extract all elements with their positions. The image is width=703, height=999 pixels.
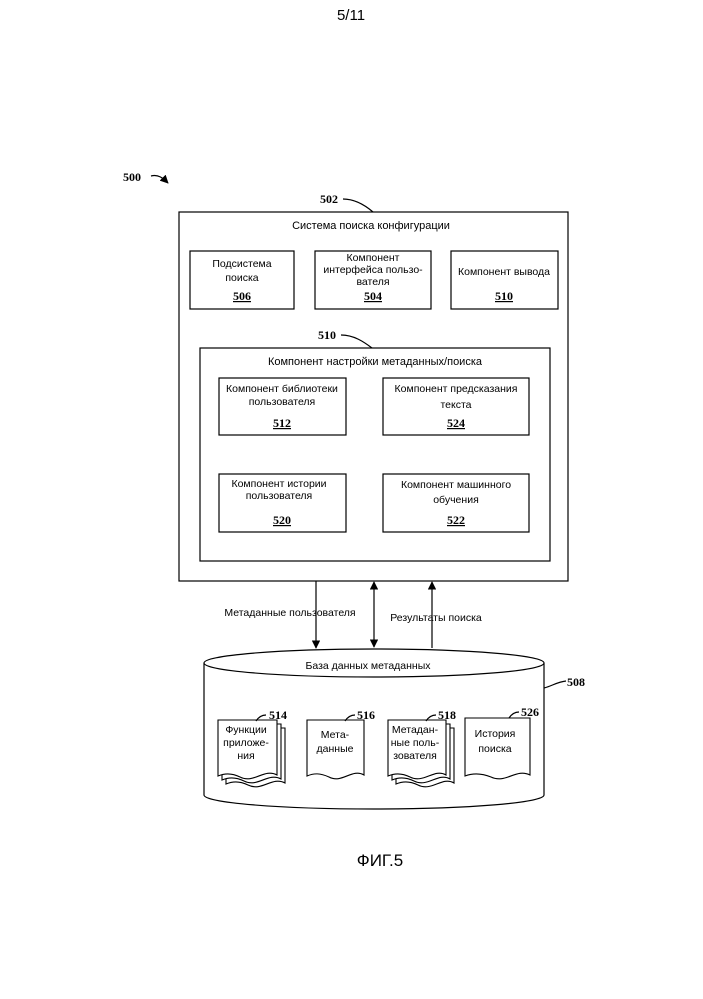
user-metadata-ref: 518 — [438, 708, 456, 722]
user-metadata-flow-label: Метаданные пользователя — [224, 607, 355, 619]
metadata-line2: данные — [317, 743, 354, 755]
search-history-ref: 526 — [521, 705, 539, 719]
page-number: 5/11 — [337, 7, 365, 24]
metadata-ref: 516 — [357, 708, 375, 722]
history-line1: Компонент истории — [231, 478, 326, 490]
search-subsystem-ref: 506 — [233, 289, 251, 303]
history-line2: пользователя — [246, 490, 313, 502]
user-metadata-line3: зователя — [393, 750, 437, 762]
database-title: База данных метаданных — [305, 660, 431, 672]
library-ref: 512 — [273, 416, 291, 430]
ui-component-line3: вателя — [356, 276, 389, 288]
library-line1: Компонент библиотеки — [226, 383, 338, 395]
ui-component-line1: Компонент — [347, 252, 400, 264]
app-functions-line1: Функции — [225, 724, 267, 736]
output-component-line1: Компонент вывода — [458, 266, 550, 278]
app-functions-line2: приложе- — [223, 737, 269, 749]
search-history-line1: История — [475, 728, 516, 740]
ml-ref: 522 — [447, 513, 465, 527]
ui-component-ref: 504 — [364, 289, 382, 303]
prediction-line1: Компонент предсказания — [395, 383, 518, 395]
search-subsystem-line1: Подсистема — [212, 258, 271, 270]
search-history-line2: поиска — [478, 743, 511, 755]
tuning-ref: 510 — [318, 328, 336, 342]
output-component-ref: 510 — [495, 289, 513, 303]
ml-line1: Компонент машинного — [401, 479, 511, 491]
database-ref: 508 — [567, 675, 585, 689]
ui-component-line2: интерфейса пользо- — [323, 264, 423, 276]
prediction-line2: текста — [440, 399, 471, 411]
library-line2: пользователя — [249, 396, 316, 408]
database-ref-leader — [544, 681, 566, 688]
app-functions-ref: 514 — [269, 708, 287, 722]
figure-caption: ФИГ.5 — [357, 851, 403, 870]
user-metadata-line1: Метадан- — [392, 724, 439, 736]
app-functions-line3: ния — [237, 750, 254, 762]
search-results-flow-label: Результаты поиска — [390, 612, 482, 624]
prediction-ref: 524 — [447, 416, 465, 430]
system-title: Система поиска конфигурации — [292, 220, 450, 232]
search-subsystem-line2: поиска — [225, 272, 258, 284]
figure-ref: 500 — [123, 170, 141, 184]
tuning-title: Компонент настройки метаданных/поиска — [268, 356, 483, 368]
user-metadata-line2: ные поль- — [391, 737, 440, 749]
figure-ref-arrow — [151, 175, 168, 183]
history-ref: 520 — [273, 513, 291, 527]
system-ref: 502 — [320, 192, 338, 206]
system-ref-leader — [343, 199, 373, 212]
ml-line2: обучения — [433, 494, 479, 506]
metadata-line1: Мета- — [321, 729, 350, 741]
